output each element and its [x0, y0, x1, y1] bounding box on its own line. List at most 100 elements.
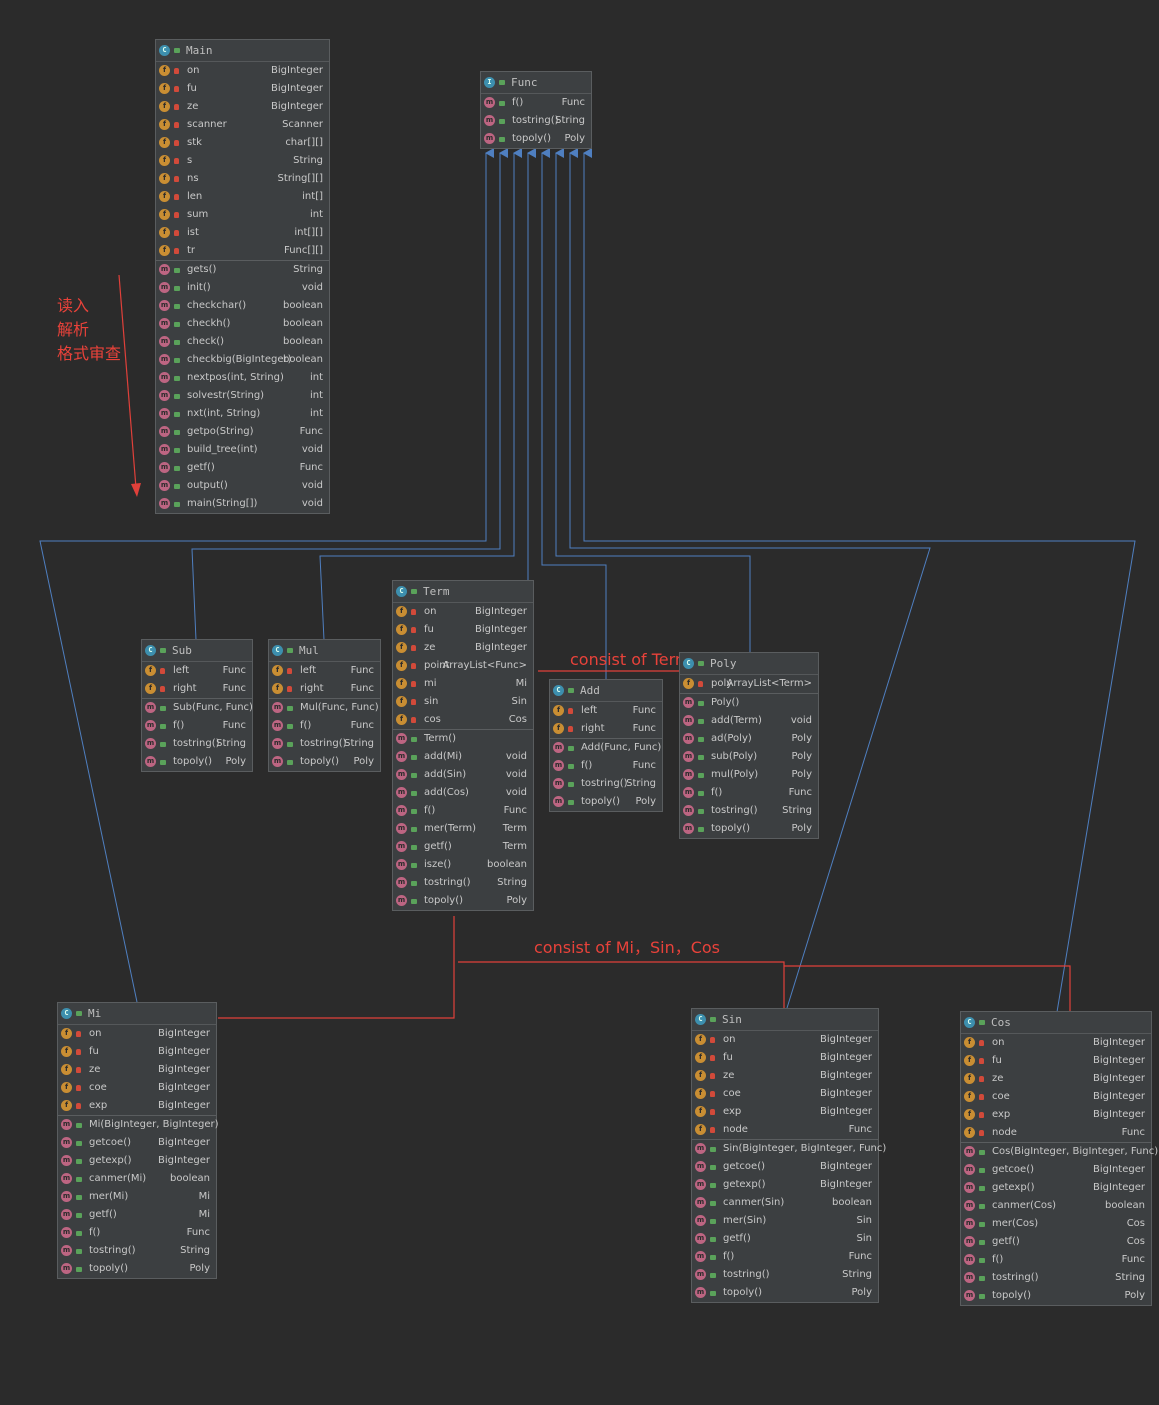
cos-method-row[interactable]: mtostring()String — [961, 1269, 1151, 1287]
term-field-row[interactable]: ffuBigInteger — [393, 621, 533, 639]
func-header[interactable]: IFunc — [481, 72, 591, 94]
sub-header[interactable]: CSub — [142, 640, 252, 662]
main-field-row[interactable]: ftrFunc[][] — [156, 242, 329, 260]
main-method-row[interactable]: mcheckbig(BigInteger)boolean — [156, 351, 329, 369]
add-field-row[interactable]: fleftFunc — [550, 702, 662, 720]
main-method-row[interactable]: mgets()String — [156, 261, 329, 279]
main-method-row[interactable]: mcheckchar()boolean — [156, 297, 329, 315]
sin-method-row[interactable]: mgetexp()BigInteger — [692, 1176, 878, 1194]
mi-header[interactable]: CMi — [58, 1003, 216, 1025]
poly-method-row[interactable]: mtostring()String — [680, 802, 818, 820]
mi-method-row[interactable]: mtostring()String — [58, 1242, 216, 1260]
add-method-row[interactable]: mf()Func — [550, 757, 662, 775]
cos-method-row[interactable]: mmer(Cos)Cos — [961, 1215, 1151, 1233]
add-header[interactable]: CAdd — [550, 680, 662, 702]
main-field-row[interactable]: fzeBigInteger — [156, 98, 329, 116]
mi-field-row[interactable]: ffuBigInteger — [58, 1043, 216, 1061]
cos-method-row[interactable]: mCos(BigInteger, BigInteger, Func) — [961, 1143, 1158, 1161]
mul-method-row[interactable]: mtopoly()Poly — [269, 753, 380, 771]
sin-field-row[interactable]: ffuBigInteger — [692, 1049, 878, 1067]
main-field-row[interactable]: ffuBigInteger — [156, 80, 329, 98]
term-field-row[interactable]: fmiMi — [393, 675, 533, 693]
poly-method-row[interactable]: mad(Poly)Poly — [680, 730, 818, 748]
main-header[interactable]: CMain — [156, 40, 329, 62]
cos-method-row[interactable]: mgetcoe()BigInteger — [961, 1161, 1151, 1179]
class-sub[interactable]: CSubfleftFuncfrightFuncmSub(Func, Func)m… — [141, 639, 253, 772]
term-method-row[interactable]: mTerm() — [393, 730, 533, 748]
mi-method-row[interactable]: mMi(BigInteger, BigInteger) — [58, 1116, 218, 1134]
func-method-row[interactable]: mtopoly()Poly — [481, 130, 591, 148]
term-method-row[interactable]: madd(Cos)void — [393, 784, 533, 802]
cos-method-row[interactable]: mgetexp()BigInteger — [961, 1179, 1151, 1197]
class-mul[interactable]: CMulfleftFuncfrightFuncmMul(Func, Func)m… — [268, 639, 381, 772]
poly-method-row[interactable]: mtopoly()Poly — [680, 820, 818, 838]
main-method-row[interactable]: mnextpos(int, String)int — [156, 369, 329, 387]
poly-method-row[interactable]: msub(Poly)Poly — [680, 748, 818, 766]
main-method-row[interactable]: mnxt(int, String)int — [156, 405, 329, 423]
main-method-row[interactable]: msolvestr(String)int — [156, 387, 329, 405]
cos-field-row[interactable]: fexpBigInteger — [961, 1106, 1151, 1124]
mul-method-row[interactable]: mtostring()String — [269, 735, 380, 753]
sin-field-row[interactable]: fonBigInteger — [692, 1031, 878, 1049]
cos-method-row[interactable]: mcanmer(Cos)boolean — [961, 1197, 1151, 1215]
main-method-row[interactable]: mcheckh()boolean — [156, 315, 329, 333]
term-method-row[interactable]: misze()boolean — [393, 856, 533, 874]
main-method-row[interactable]: mmain(String[])void — [156, 495, 329, 513]
sin-method-row[interactable]: mf()Func — [692, 1248, 878, 1266]
sub-method-row[interactable]: mf()Func — [142, 717, 252, 735]
term-field-row[interactable]: fcosCos — [393, 711, 533, 729]
poly-method-row[interactable]: mPoly() — [680, 694, 818, 712]
main-field-row[interactable]: fistint[][] — [156, 224, 329, 242]
term-header[interactable]: CTerm — [393, 581, 533, 603]
sin-field-row[interactable]: fnodeFunc — [692, 1121, 878, 1139]
add-method-row[interactable]: mtopoly()Poly — [550, 793, 662, 811]
mul-method-row[interactable]: mMul(Func, Func) — [269, 699, 380, 717]
sin-method-row[interactable]: mmer(Sin)Sin — [692, 1212, 878, 1230]
main-field-row[interactable]: fsString — [156, 152, 329, 170]
mul-header[interactable]: CMul — [269, 640, 380, 662]
sin-method-row[interactable]: mtostring()String — [692, 1266, 878, 1284]
sub-method-row[interactable]: mtostring()String — [142, 735, 252, 753]
add-field-row[interactable]: frightFunc — [550, 720, 662, 738]
cos-field-row[interactable]: fcoeBigInteger — [961, 1088, 1151, 1106]
term-field-row[interactable]: fzeBigInteger — [393, 639, 533, 657]
cos-method-row[interactable]: mgetf()Cos — [961, 1233, 1151, 1251]
mi-field-row[interactable]: fexpBigInteger — [58, 1097, 216, 1115]
func-method-row[interactable]: mf()Func — [481, 94, 591, 112]
class-main[interactable]: CMainfonBigIntegerffuBigIntegerfzeBigInt… — [155, 39, 330, 514]
poly-header[interactable]: CPoly — [680, 653, 818, 675]
term-method-row[interactable]: mtopoly()Poly — [393, 892, 533, 910]
sin-method-row[interactable]: mgetcoe()BigInteger — [692, 1158, 878, 1176]
main-method-row[interactable]: minit()void — [156, 279, 329, 297]
sin-header[interactable]: CSin — [692, 1009, 878, 1031]
sub-method-row[interactable]: mSub(Func, Func) — [142, 699, 253, 717]
class-mi[interactable]: CMifonBigIntegerffuBigIntegerfzeBigInteg… — [57, 1002, 218, 1279]
term-method-row[interactable]: mtostring()String — [393, 874, 533, 892]
class-sin[interactable]: CSinfonBigIntegerffuBigIntegerfzeBigInte… — [691, 1008, 886, 1303]
mi-field-row[interactable]: fzeBigInteger — [58, 1061, 216, 1079]
add-method-row[interactable]: mtostring()String — [550, 775, 662, 793]
mi-field-row[interactable]: fonBigInteger — [58, 1025, 216, 1043]
mi-method-row[interactable]: mgetf()Mi — [58, 1206, 216, 1224]
sin-method-row[interactable]: mtopoly()Poly — [692, 1284, 878, 1302]
cos-method-row[interactable]: mf()Func — [961, 1251, 1151, 1269]
main-field-row[interactable]: fnsString[][] — [156, 170, 329, 188]
term-field-row[interactable]: fpointArrayList<Func> — [393, 657, 533, 675]
main-field-row[interactable]: fonBigInteger — [156, 62, 329, 80]
main-method-row[interactable]: mcheck()boolean — [156, 333, 329, 351]
main-method-row[interactable]: mgetpo(String)Func — [156, 423, 329, 441]
class-add[interactable]: CAddfleftFuncfrightFuncmAdd(Func, Func)m… — [549, 679, 663, 812]
term-method-row[interactable]: madd(Sin)void — [393, 766, 533, 784]
sub-method-row[interactable]: mtopoly()Poly — [142, 753, 252, 771]
main-field-row[interactable]: flenint[] — [156, 188, 329, 206]
poly-field-row[interactable]: fpolyArrayList<Term> — [680, 675, 818, 693]
cos-field-row[interactable]: ffuBigInteger — [961, 1052, 1151, 1070]
mi-method-row[interactable]: mtopoly()Poly — [58, 1260, 216, 1278]
poly-method-row[interactable]: madd(Term)void — [680, 712, 818, 730]
poly-method-row[interactable]: mmul(Poly)Poly — [680, 766, 818, 784]
main-method-row[interactable]: mbuild_tree(int)void — [156, 441, 329, 459]
term-field-row[interactable]: fsinSin — [393, 693, 533, 711]
mi-method-row[interactable]: mgetcoe()BigInteger — [58, 1134, 216, 1152]
main-field-row[interactable]: fsumint — [156, 206, 329, 224]
sin-method-row[interactable]: mSin(BigInteger, BigInteger, Func) — [692, 1140, 886, 1158]
